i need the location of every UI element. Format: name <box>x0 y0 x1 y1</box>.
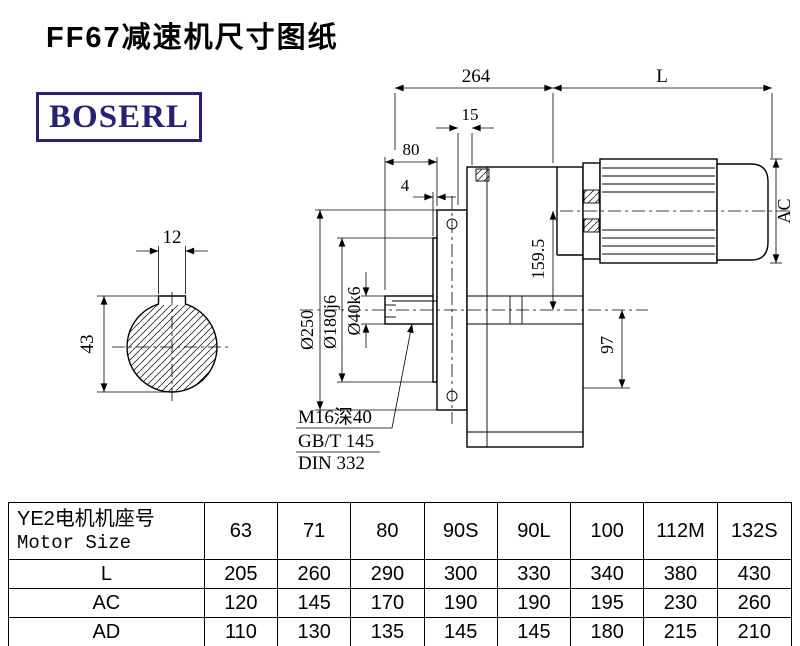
hatched-rib <box>475 168 490 182</box>
dim-80-label: 80 <box>403 140 420 159</box>
table-cell: 145 <box>496 617 572 646</box>
dim-15-label: 15 <box>462 105 479 124</box>
table-cell: 190 <box>496 588 572 618</box>
table-cell: 195 <box>570 588 645 618</box>
table-cell: 330 <box>496 559 572 589</box>
table-cell: 380 <box>643 559 718 589</box>
table-cell: 230 <box>643 588 718 618</box>
table-cell: 300 <box>423 559 498 589</box>
table-cell: 135 <box>350 617 425 646</box>
dimension-drawing: 264 L 15 80 4 12 43 Ø250 Ø180j6 Ø40k6 15… <box>77 66 794 474</box>
centerlines <box>112 196 790 424</box>
hatched-stator <box>583 218 600 233</box>
table-row-AD: AD 110 130 135 145 145 180 215 210 <box>8 617 793 646</box>
table-header-row: YE2电机机座号 Motor Size 63 71 80 90S 90L 100… <box>8 502 793 560</box>
hatched-stator <box>583 189 600 204</box>
dia-40-label: Ø40k6 <box>344 287 364 336</box>
table-cell: 190 <box>423 588 498 618</box>
table-cell: 145 <box>277 588 352 618</box>
col-header: 90S <box>423 502 498 560</box>
fan-cowl <box>716 163 769 261</box>
row-label: L <box>8 559 205 589</box>
table-row-AC: AC 120 145 170 190 190 195 230 260 <box>8 588 793 618</box>
dim-43-label: 43 <box>77 335 98 354</box>
dia-250-label: Ø250 <box>297 310 317 350</box>
note-tap: M16深40 <box>298 406 372 428</box>
dim-4-label: 4 <box>401 176 410 195</box>
table-cell: 260 <box>277 559 352 589</box>
table-cell: 210 <box>716 617 793 646</box>
table-header-cn: YE2电机机座号 <box>17 507 155 530</box>
table-cell: 205 <box>203 559 279 589</box>
drawing-details <box>385 164 718 447</box>
dim-12-label: 12 <box>163 227 182 248</box>
row-label: AC <box>8 588 205 618</box>
dim-L-label: L <box>656 66 668 87</box>
brand-logo: BOSERL <box>36 92 202 142</box>
note-gbt: GB/T 145 <box>298 431 374 452</box>
table-header-motor-size: YE2电机机座号 Motor Size <box>8 502 205 560</box>
table-cell: 170 <box>350 588 425 618</box>
col-header: 112M <box>643 502 718 560</box>
table-cell: 215 <box>643 617 718 646</box>
table-cell: 145 <box>423 617 498 646</box>
dia-180-label: Ø180j6 <box>320 295 340 349</box>
dim-159-5-label: 159.5 <box>528 239 548 280</box>
table-cell: 120 <box>203 588 279 618</box>
table-cell: 110 <box>203 617 279 646</box>
col-header: 100 <box>570 502 645 560</box>
table-cell: 430 <box>716 559 793 589</box>
table-cell: 260 <box>716 588 793 618</box>
motor-size-table: YE2电机机座号 Motor Size 63 71 80 90S 90L 100… <box>8 502 793 646</box>
housing-body <box>466 166 584 448</box>
table-header-en: Motor Size <box>17 531 132 554</box>
gearbox-outline <box>126 158 769 448</box>
col-header: 71 <box>277 502 352 560</box>
dim-97-label: 97 <box>597 336 617 354</box>
row-label: AD <box>8 617 205 646</box>
col-header: 132S <box>716 502 793 560</box>
col-header: 90L <box>496 502 572 560</box>
table-cell: 340 <box>570 559 645 589</box>
page-title: FF67减速机尺寸图纸 <box>46 22 339 54</box>
table-row-L: L 205 260 290 300 330 340 380 430 <box>8 559 793 589</box>
dim-264-label: 264 <box>462 66 491 87</box>
table-cell: 130 <box>277 617 352 646</box>
note-din: DIN 332 <box>298 453 365 474</box>
table-cell: 290 <box>350 559 425 589</box>
table-cell: 180 <box>570 617 645 646</box>
dimension-lines <box>97 84 782 453</box>
col-header: 63 <box>203 502 279 560</box>
dim-AC-label: AC <box>774 198 794 223</box>
col-header: 80 <box>350 502 425 560</box>
